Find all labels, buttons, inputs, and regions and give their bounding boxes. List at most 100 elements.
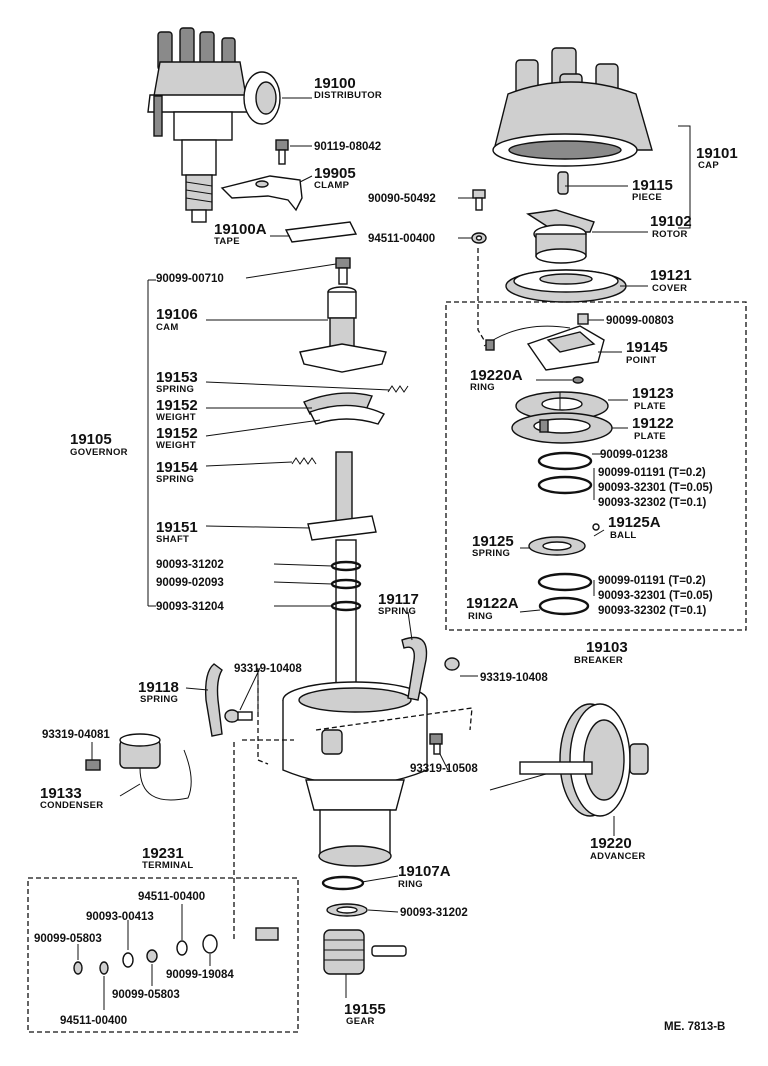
cam-screw-illustration [335,257,351,285]
ring-19220a-part-number: 19220A [470,367,523,384]
washer-31204-part-number: 90093-31204 [156,601,224,613]
screw-50492-part-number: 90090-50492 [368,193,436,205]
governor-part-number: 19105 [70,431,112,448]
piece-part-number: 19115 [632,177,673,194]
plate-19122-illustration [511,412,613,444]
ring-19122a-part-number: 19122A [466,595,519,612]
screw-00803-part-number: 90099-00803 [606,315,674,327]
shim-lower-3: 90093-32302 (T=0.1) [598,605,707,617]
tape-part-number: 19100A [214,221,267,238]
housing-illustration [282,681,428,867]
shaft-part-name: SHAFT [156,534,189,545]
connector-lines [233,248,485,940]
point-part-number: 19145 [626,339,668,356]
weight-a-part-number: 19152 [156,397,198,414]
ball-part-name: BALL [610,530,637,541]
leader-lines [77,97,648,1010]
washer-31202-b-part-number: 90093-31202 [400,907,468,919]
clamp-illustration [220,175,303,212]
weight-illustration [303,392,385,425]
spring-19125-part-number: 19125 [472,533,514,550]
spring-19154-part-name: SPRING [156,474,194,485]
screw-10508-illustration [429,733,443,755]
washer-01238-part-number: 90099-01238 [600,449,668,461]
washer-02093-part-number: 90099-02093 [156,577,224,589]
screw-10408-right-part-number: 93319-10408 [480,672,548,684]
upper-washers-illustration [537,451,593,495]
weight-b-part-name: WEIGHT [156,440,196,451]
spring-19153-part-number: 19153 [156,369,198,386]
gear-part-number: 19155 [344,1001,386,1018]
spring-19117-part-number: 19117 [378,591,419,608]
rotor-part-name: ROTOR [652,229,688,240]
washer-31202-a-part-number: 90093-31202 [156,559,224,571]
lower-washers-illustration [537,572,593,616]
cap-part-number: 19101 [696,145,738,162]
spring-19125-part-name: SPRING [472,548,510,559]
spring-19118-part-number: 19118 [138,679,179,696]
spring-19125-illustration [528,523,600,556]
cam-illustration [299,286,387,373]
gear-part-name: GEAR [346,1016,375,1027]
screw-10408-left-part-number: 93319-10408 [234,663,302,675]
washer-illustration [471,232,487,244]
terminal-05803-bottom-part-number: 90099-05803 [112,989,180,1001]
tape-illustration [284,221,358,243]
shaft-part-number: 19151 [156,519,198,536]
plate-19123-part-name: PLATE [634,401,666,412]
terminal-19084-part-number: 90099-19084 [166,969,234,981]
condenser-illustration [85,733,192,801]
cam-part-number: 19106 [156,306,198,323]
terminal-group-box [27,877,299,1033]
cam-part-name: CAM [156,322,179,333]
plate-19123-part-number: 19123 [632,385,674,402]
advancer-part-name: ADVANCER [590,851,646,862]
terminal-washer-00400-top: 94511-00400 [138,891,205,903]
shim-upper-3: 90093-32302 (T=0.1) [598,497,707,509]
spring-19117-part-name: SPRING [378,606,416,617]
condenser-part-number: 19133 [40,785,82,802]
advancer-illustration [489,703,649,817]
rotor-illustration [526,209,595,264]
clamp-part-name: CLAMP [314,180,350,191]
spring-19154-part-number: 19154 [156,459,198,476]
terminal-00413-part-number: 90093-00413 [86,911,154,923]
terminal-washer-00400-bottom: 94511-00400 [60,1015,127,1027]
distributor-assembly-illustration [147,27,281,223]
spring-19118-part-name: SPRING [140,694,178,705]
screws-10408-illustration [224,657,460,723]
diagram-reference-code: ME. 7813-B [664,1021,725,1033]
screw-10508-part-number: 93319-10508 [410,763,478,775]
breaker-group-box [445,301,747,631]
governor-part-name: GOVERNOR [70,447,128,458]
gear-illustration [323,929,407,975]
point-illustration [483,313,605,371]
shaft-illustration [307,451,377,691]
cover-part-number: 19121 [650,267,692,284]
shim-upper-2: 90093-32301 (T=0.05) [598,482,713,494]
spring-19154-illustration [291,457,317,465]
spring-19153-illustration [387,385,409,393]
terminal-05803-left-part-number: 90099-05803 [34,933,102,945]
distributor-part-number: 19100 [314,75,356,92]
rotor-part-number: 19102 [650,213,692,230]
weight-a-part-name: WEIGHT [156,412,196,423]
shim-upper-1: 90099-01191 (T=0.2) [598,467,706,479]
ring-19107a-part-name: RING [398,879,423,890]
shim-lower-2: 90093-32301 (T=0.05) [598,590,713,602]
weight-b-part-number: 19152 [156,425,198,442]
ring-19220a-part-name: RING [470,382,495,393]
ring-19122a-part-name: RING [468,611,493,622]
ring-19107a-part-number: 19107A [398,863,451,880]
bolt-08042-part-number: 90119-08042 [314,141,381,153]
ring-19220a-illustration [572,376,584,384]
clamp-part-number: 19905 [314,165,356,182]
bolt-illustration [275,139,289,165]
condenser-part-name: CONDENSER [40,800,103,811]
distributor-part-name: DISTRIBUTOR [314,90,382,101]
tape-part-name: TAPE [214,236,240,247]
plate-19123-illustration [515,391,609,421]
plate-19122-part-number: 19122 [632,415,674,432]
cover-illustration [505,269,627,303]
terminal-part-number: 19231 [142,845,184,862]
